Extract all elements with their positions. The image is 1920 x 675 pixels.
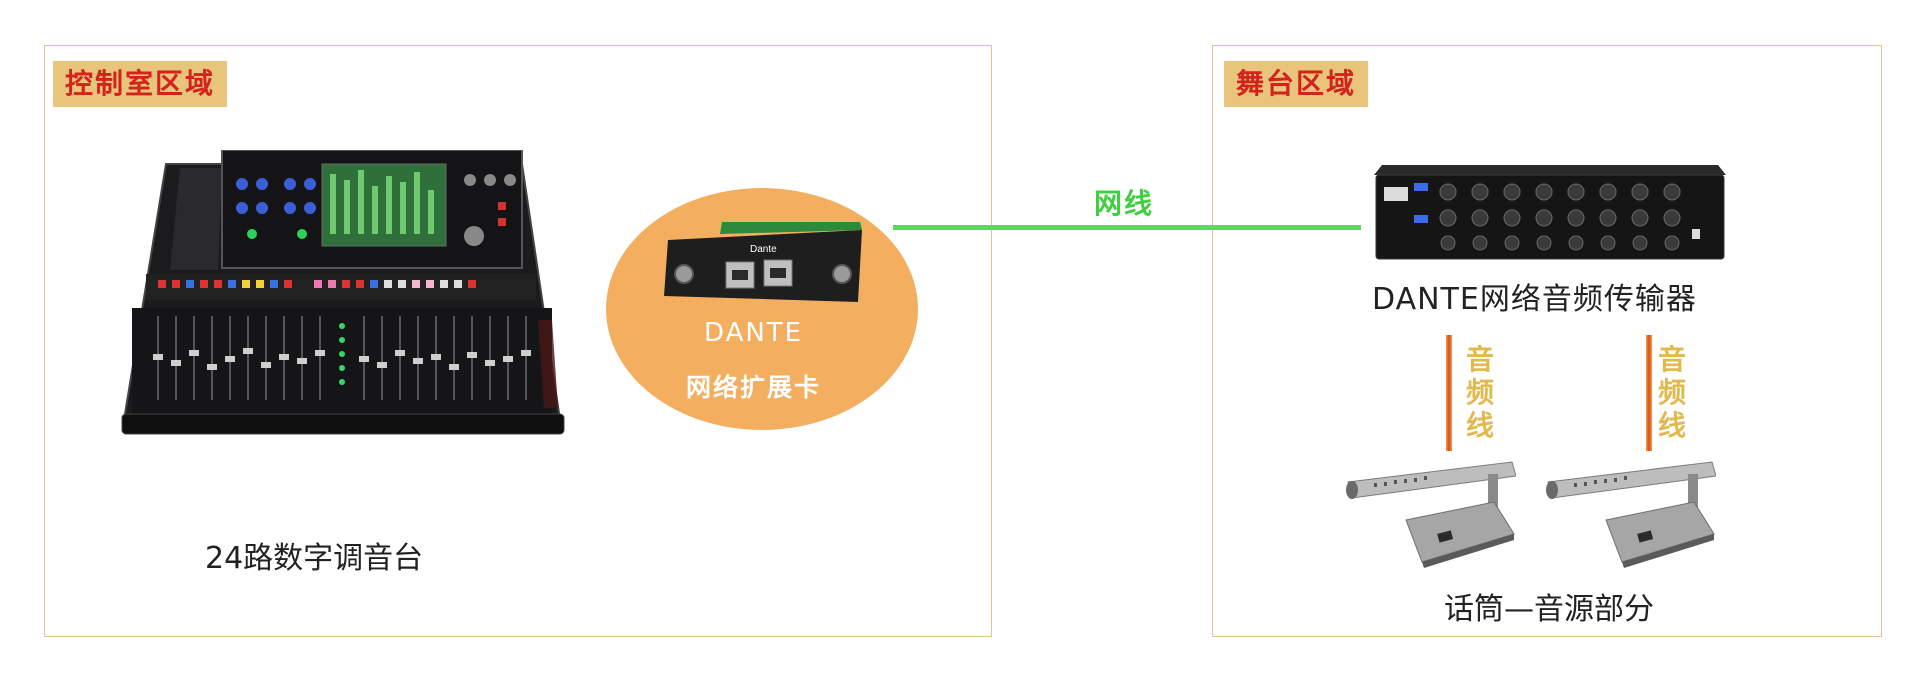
stage-zone xyxy=(1212,45,1882,637)
mixer-label: 24路数字调音台 xyxy=(205,541,424,576)
control-room-zone-title: 控制室区域 xyxy=(53,61,228,107)
network-cable-line xyxy=(893,225,1361,230)
microphone-image xyxy=(1346,461,1516,568)
audio-cable-line xyxy=(1646,335,1652,451)
network-cable-label: 网线 xyxy=(1094,187,1155,220)
microphone-image xyxy=(1546,461,1716,568)
digital-mixer-image xyxy=(121,150,565,435)
stage-zone-title: 舞台区域 xyxy=(1224,61,1369,107)
audio-cable-label: 音频线 xyxy=(1657,343,1686,442)
dante-card-description: 网络扩展卡 xyxy=(686,373,822,402)
microphone-label: 话筒—音源部分 xyxy=(1444,592,1654,627)
audio-cable-line xyxy=(1446,335,1452,451)
audio-cable-label: 音频线 xyxy=(1465,343,1494,442)
dante-card-name: DANTE xyxy=(704,318,804,348)
dante-card-brand: Dante xyxy=(750,244,777,255)
transmitter-label: DANTE网络音频传输器 xyxy=(1372,282,1697,317)
dante-transmitter-image xyxy=(1374,165,1726,260)
dante-card-image: Dante xyxy=(664,222,862,302)
